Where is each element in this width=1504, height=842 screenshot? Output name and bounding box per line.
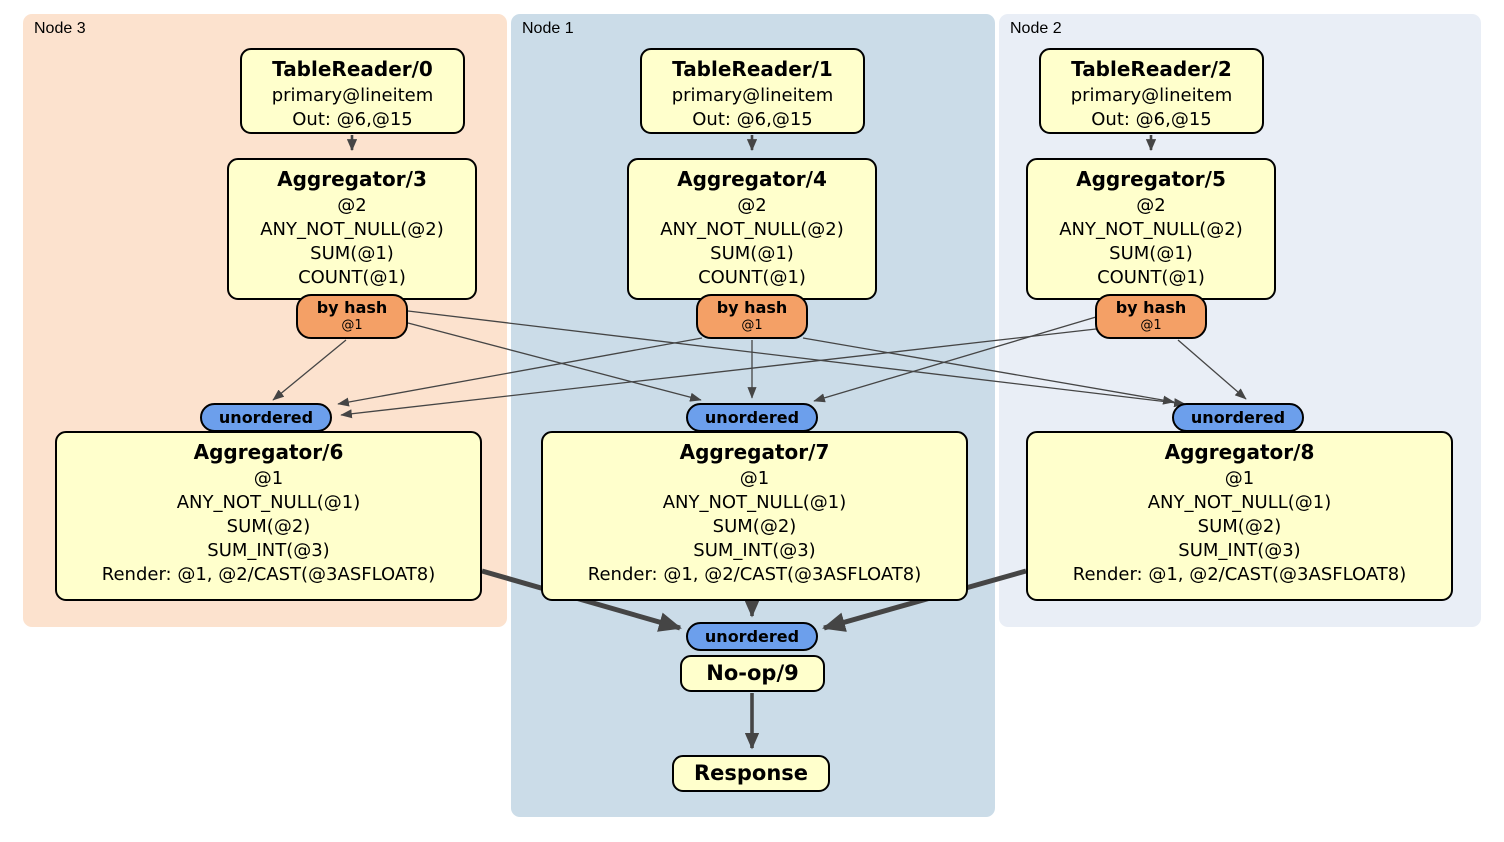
router-by-hash-1: by hash @1	[696, 294, 808, 339]
processor-detail: @2	[737, 195, 767, 216]
processor-title: Aggregator/3	[277, 167, 427, 191]
processor-title: No-op/9	[706, 661, 799, 685]
processor-detail: COUNT(@1)	[1097, 267, 1205, 288]
processor-detail: SUM_INT(@3)	[1178, 540, 1301, 561]
processor-detail: ANY_NOT_NULL(@1)	[1147, 492, 1332, 513]
edge-router2-sync0	[340, 328, 1097, 419]
processor-detail: SUM_INT(@3)	[693, 540, 816, 561]
processor-title: Aggregator/8	[1164, 440, 1315, 464]
processor-aggregator-5: Aggregator/5 @2 ANY_NOT_NULL(@2) SUM(@1)…	[1026, 158, 1276, 300]
edge-router0-sync2	[407, 310, 1186, 408]
processor-detail-out: Out: @6,@15	[1091, 109, 1212, 130]
processor-detail-render: Render: @1, @2/CAST(@3ASFLOAT8)	[587, 564, 922, 585]
processor-detail-index: primary@lineitem	[1070, 85, 1233, 106]
router-by-hash-2: by hash @1	[1095, 294, 1207, 339]
edge-router0-sync0	[272, 339, 347, 401]
router-columns: @1	[741, 318, 763, 333]
sync-unordered-0: unordered	[200, 403, 332, 432]
edge-router2-sync2	[1177, 339, 1247, 400]
processor-detail-render: Render: @1, @2/CAST(@3ASFLOAT8)	[1072, 564, 1407, 585]
processor-detail: @2	[337, 195, 367, 216]
processor-aggregator-6: Aggregator/6 @1 ANY_NOT_NULL(@1) SUM(@2)…	[55, 431, 482, 601]
processor-tablereader-1: TableReader/1 primary@lineitem Out: @6,@…	[640, 48, 865, 134]
processor-detail: ANY_NOT_NULL(@1)	[176, 492, 361, 513]
processor-aggregator-7: Aggregator/7 @1 ANY_NOT_NULL(@1) SUM(@2)…	[541, 431, 968, 601]
processor-detail: SUM(@2)	[712, 516, 797, 537]
processor-response: Response	[672, 755, 830, 792]
processor-title: Aggregator/6	[193, 440, 344, 464]
processor-detail-render: Render: @1, @2/CAST(@3ASFLOAT8)	[101, 564, 436, 585]
processor-title: Response	[693, 761, 809, 785]
processor-title: TableReader/1	[672, 57, 833, 81]
processor-detail: ANY_NOT_NULL(@2)	[1059, 219, 1243, 240]
edge-router1-sync0	[337, 337, 703, 407]
processor-detail-out: Out: @6,@15	[292, 109, 413, 130]
router-by-hash-0: by hash @1	[296, 294, 408, 339]
region-label-node-2: Node 2	[1010, 20, 1062, 37]
processor-detail-index: primary@lineitem	[271, 85, 434, 106]
processor-aggregator-4: Aggregator/4 @2 ANY_NOT_NULL(@2) SUM(@1)…	[627, 158, 877, 300]
processor-detail: @1	[739, 468, 770, 489]
processor-detail: ANY_NOT_NULL(@1)	[662, 492, 847, 513]
processor-detail: SUM(@1)	[1109, 243, 1193, 264]
router-label: by hash	[1115, 298, 1187, 317]
processor-title: Aggregator/7	[679, 440, 830, 464]
sync-unordered-final: unordered	[686, 622, 818, 651]
processor-detail-out: Out: @6,@15	[692, 109, 813, 130]
processor-detail: COUNT(@1)	[698, 267, 806, 288]
processor-detail-index: primary@lineitem	[671, 85, 834, 106]
processor-tablereader-2: TableReader/2 primary@lineitem Out: @6,@…	[1039, 48, 1264, 134]
processor-detail: @2	[1136, 195, 1166, 216]
region-label-node-3: Node 3	[34, 20, 86, 37]
processor-title: Aggregator/5	[1076, 167, 1226, 191]
processor-detail: SUM(@2)	[226, 516, 311, 537]
processor-aggregator-8: Aggregator/8 @1 ANY_NOT_NULL(@1) SUM(@2)…	[1026, 431, 1453, 601]
processor-title: TableReader/0	[272, 57, 433, 81]
processor-detail: SUM(@1)	[310, 243, 394, 264]
sync-unordered-1: unordered	[686, 403, 818, 432]
region-label-node-1: Node 1	[522, 20, 574, 37]
processor-detail: ANY_NOT_NULL(@2)	[260, 219, 444, 240]
processor-aggregator-3: Aggregator/3 @2 ANY_NOT_NULL(@2) SUM(@1)…	[227, 158, 477, 300]
processor-detail: SUM_INT(@3)	[207, 540, 330, 561]
processor-detail: @1	[1224, 468, 1255, 489]
processor-detail: SUM(@2)	[1197, 516, 1282, 537]
router-columns: @1	[341, 318, 363, 333]
processor-title: Aggregator/4	[677, 167, 827, 191]
processor-detail: SUM(@1)	[710, 243, 794, 264]
edge-router2-sync1	[813, 316, 1097, 403]
processor-detail: COUNT(@1)	[298, 267, 406, 288]
router-label: by hash	[716, 298, 788, 317]
processor-tablereader-0: TableReader/0 primary@lineitem Out: @6,@…	[240, 48, 465, 134]
edge-router1-sync2	[802, 337, 1175, 405]
processor-noop-9: No-op/9	[680, 655, 825, 692]
processor-title: TableReader/2	[1071, 57, 1232, 81]
processor-detail: ANY_NOT_NULL(@2)	[660, 219, 844, 240]
processor-detail: @1	[253, 468, 284, 489]
router-columns: @1	[1140, 318, 1162, 333]
router-label: by hash	[316, 298, 388, 317]
edge-router0-sync1	[407, 322, 702, 402]
sync-unordered-2: unordered	[1172, 403, 1304, 432]
